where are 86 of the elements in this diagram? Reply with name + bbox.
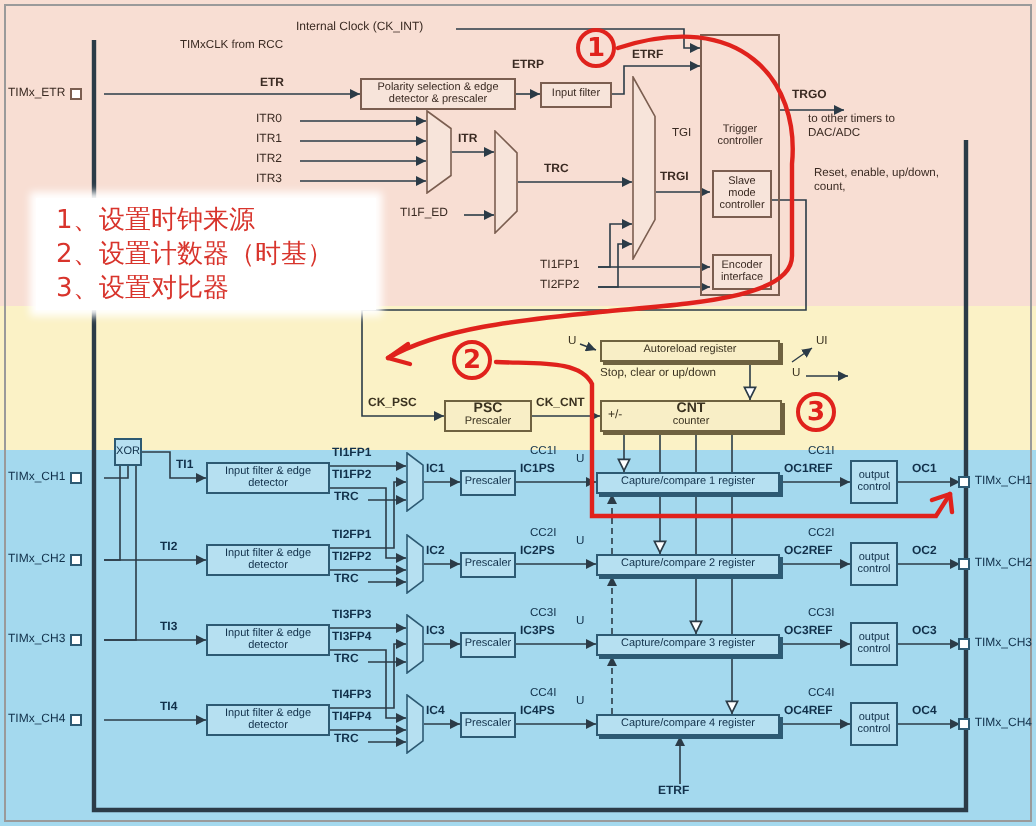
function-block	[206, 704, 330, 736]
register-block	[600, 400, 782, 432]
signal-arrow	[779, 105, 845, 115]
function-block	[114, 438, 142, 466]
signal-arrow	[607, 493, 617, 555]
circled-number: 1	[576, 28, 616, 68]
signal-arrow	[779, 477, 851, 487]
signal-arrow	[423, 639, 461, 649]
signal-arrow	[367, 737, 407, 747]
signal-arrow	[897, 559, 961, 569]
signal-arrow	[597, 262, 711, 272]
signal-arrow	[607, 575, 617, 635]
signal-arrow	[423, 477, 461, 487]
register-block	[596, 472, 780, 494]
circled-number: 2	[452, 340, 492, 380]
function-block	[206, 462, 330, 494]
signal-arrow	[329, 639, 407, 709]
signal-arrow	[897, 719, 961, 729]
signal-arrow	[611, 61, 701, 95]
signal-arrow	[515, 559, 597, 569]
signal-arrow	[897, 477, 961, 487]
signal-arrow	[617, 431, 631, 473]
register-block	[600, 340, 780, 362]
signal-arrow	[531, 411, 601, 421]
signal-arrow	[329, 565, 407, 575]
signal-arrow	[361, 199, 807, 421]
signal-arrow	[743, 361, 757, 401]
signal-arrow	[675, 735, 685, 785]
signal-arrow	[515, 639, 597, 649]
signal-arrow	[299, 156, 427, 166]
signal-arrow	[607, 655, 617, 715]
function-block	[850, 542, 898, 586]
signal-arrow	[423, 559, 461, 569]
note-line: 1、设置时钟来源	[56, 205, 257, 235]
signal-arrow	[367, 495, 407, 505]
register-block	[596, 554, 780, 576]
function-block	[850, 702, 898, 746]
function-block	[206, 544, 330, 576]
signal-arrow	[329, 477, 407, 549]
function-block	[850, 460, 898, 504]
signal-arrow	[515, 719, 597, 729]
function-block	[444, 400, 532, 432]
signal-arrow	[897, 639, 961, 649]
function-block	[712, 254, 772, 290]
signal-arrow	[515, 477, 597, 487]
function-block	[850, 622, 898, 666]
register-block	[596, 634, 780, 656]
signal-arrow	[329, 725, 407, 735]
function-block	[540, 82, 612, 108]
function-block	[460, 632, 516, 658]
signal-arrow	[779, 719, 851, 729]
signal-arrow	[329, 649, 407, 723]
signal-arrow	[655, 187, 711, 197]
signal-arrow	[451, 147, 495, 157]
function-block	[460, 470, 516, 496]
note-line: 3、设置对比器	[56, 273, 231, 303]
signal-arrow	[299, 116, 427, 126]
signal-arrow	[779, 559, 851, 569]
function-block	[206, 624, 330, 656]
signal-arrow	[103, 465, 129, 479]
signal-arrow	[455, 28, 701, 53]
function-block	[460, 712, 516, 738]
signal-arrow	[367, 577, 407, 587]
signal-arrow	[329, 461, 407, 471]
signal-arrow	[329, 623, 407, 633]
signal-arrow	[103, 89, 361, 99]
signal-arrow	[515, 89, 541, 99]
signal-arrow	[463, 210, 495, 220]
signal-arrow	[779, 639, 851, 649]
function-block	[460, 552, 516, 578]
signal-arrow	[103, 635, 207, 645]
signal-arrow	[141, 451, 207, 483]
signal-arrow	[299, 136, 427, 146]
signal-arrow	[103, 715, 207, 725]
note-card	[36, 198, 376, 310]
signal-arrow	[367, 657, 407, 667]
signal-arrow	[517, 177, 633, 187]
note-line: 2、设置计数器（时基）	[56, 239, 335, 269]
signal-arrow	[103, 555, 207, 565]
signal-arrow	[423, 719, 461, 729]
register-block	[596, 714, 780, 736]
signal-arrow	[329, 487, 407, 563]
signal-arrow	[299, 176, 427, 186]
signal-arrow	[597, 282, 711, 292]
controller-block	[700, 34, 780, 296]
circled-number: 3	[796, 392, 836, 432]
